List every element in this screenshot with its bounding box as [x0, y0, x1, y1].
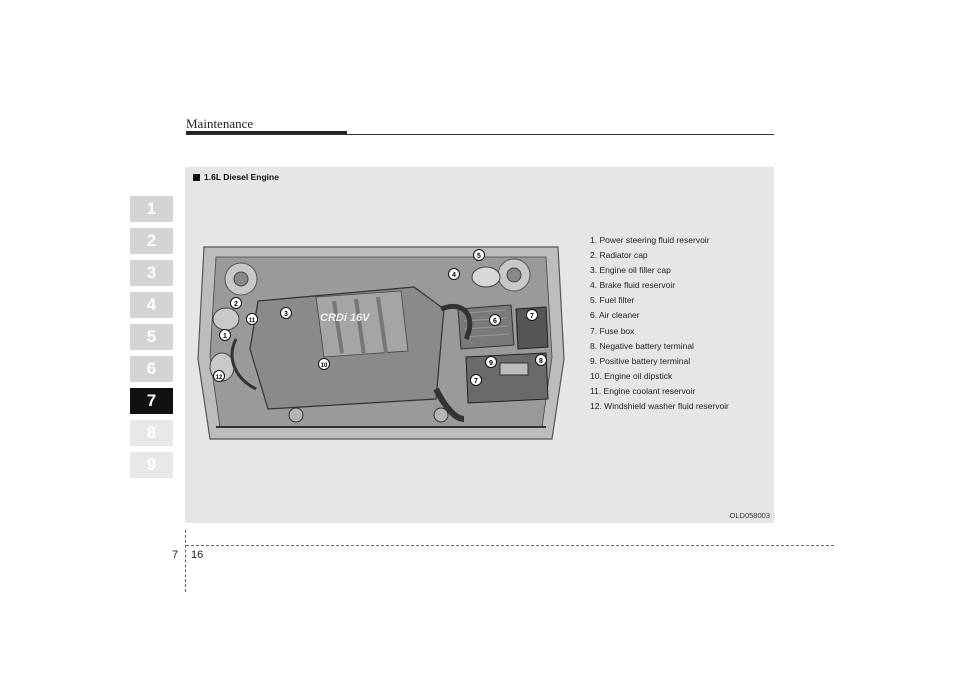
callout-6: 6 [489, 314, 501, 326]
legend-item: 6. Air cleaner [590, 310, 640, 321]
legend-item: 7. Fuse box [590, 325, 635, 336]
chapter-tab-6[interactable]: 6 [130, 356, 173, 382]
legend-item: 4. Brake fluid reservoir [590, 280, 676, 291]
svg-text:11: 11 [249, 318, 256, 324]
page-number: 16 [191, 549, 204, 561]
header-rule [186, 134, 774, 135]
callout-11: 11 [246, 313, 258, 325]
callout-7-battery: 7 [470, 374, 482, 386]
footer-divider [185, 530, 186, 592]
callout-8: 8 [535, 354, 547, 366]
callout-4: 4 [448, 268, 460, 280]
svg-text:7: 7 [530, 313, 534, 320]
legend-item: 3. Engine oil filler cap [590, 265, 671, 276]
callout-5: 5 [473, 249, 485, 261]
callout-1: 1 [219, 329, 231, 341]
chapter-tab-2[interactable]: 2 [130, 228, 173, 254]
legend-item: 8. Negative battery terminal [590, 340, 694, 351]
chapter-tab-7[interactable]: 7 [130, 388, 173, 414]
chapter-tabs: 1 2 3 4 5 6 7 8 9 [130, 196, 173, 484]
image-code: OLD058003 [729, 511, 770, 520]
footer-rule [186, 545, 834, 546]
chapter-tab-5[interactable]: 5 [130, 324, 173, 350]
callout-3: 3 [280, 307, 292, 319]
legend-item: 10. Engine oil dipstick [590, 370, 673, 381]
svg-text:12: 12 [216, 375, 223, 381]
callout-12: 12 [213, 370, 225, 382]
svg-text:9: 9 [489, 360, 493, 367]
legend-item: 1. Power steering fluid reservoir [590, 235, 710, 245]
figure-panel: 1.6L Diesel Engine CRDi 16V [185, 167, 774, 523]
chapter-tab-4[interactable]: 4 [130, 292, 173, 318]
figure-caption: 1.6L Diesel Engine [193, 172, 279, 182]
chapter-tab-3[interactable]: 3 [130, 260, 173, 286]
svg-text:2: 2 [234, 301, 238, 308]
legend-item: 12. Windshield washer fluid reservoir [590, 401, 729, 412]
callout-9: 9 [485, 356, 497, 368]
svg-text:7: 7 [474, 378, 478, 385]
figure-caption-text: 1.6L Diesel Engine [204, 172, 279, 182]
svg-text:6: 6 [493, 318, 497, 325]
callout-2: 2 [230, 297, 242, 309]
chapter-tab-8[interactable]: 8 [130, 420, 173, 446]
chapter-tab-9[interactable]: 9 [130, 452, 173, 478]
parts-legend: 1. Power steering fluid reservoir 2. Rad… [590, 233, 729, 414]
svg-text:3: 3 [284, 311, 288, 318]
engine-bay-illustration: CRDi 16V 1 2 3 4 5 6 7 7 8 9 10 11 12 [197, 246, 565, 440]
header-accent-bar [186, 131, 347, 135]
caption-square-icon [193, 173, 200, 181]
legend-item: 2. Radiator cap [590, 250, 648, 261]
svg-text:1: 1 [223, 333, 227, 340]
callout-10: 10 [318, 358, 330, 370]
section-title: Maintenance [186, 116, 254, 131]
page-chapter-number: 7 [172, 549, 179, 561]
engine-cover-text: CRDi 16V [320, 312, 371, 324]
legend-item: 9. Positive battery terminal [590, 355, 691, 366]
svg-text:10: 10 [321, 363, 328, 369]
svg-text:5: 5 [477, 253, 481, 260]
svg-text:8: 8 [539, 358, 543, 365]
legend-item: 5. Fuel filter [590, 295, 635, 306]
chapter-tab-1[interactable]: 1 [130, 196, 173, 222]
svg-text:4: 4 [452, 272, 456, 279]
callout-7-fuse-box: 7 [526, 309, 538, 321]
legend-item: 11. Engine coolant reservoir [590, 385, 696, 396]
